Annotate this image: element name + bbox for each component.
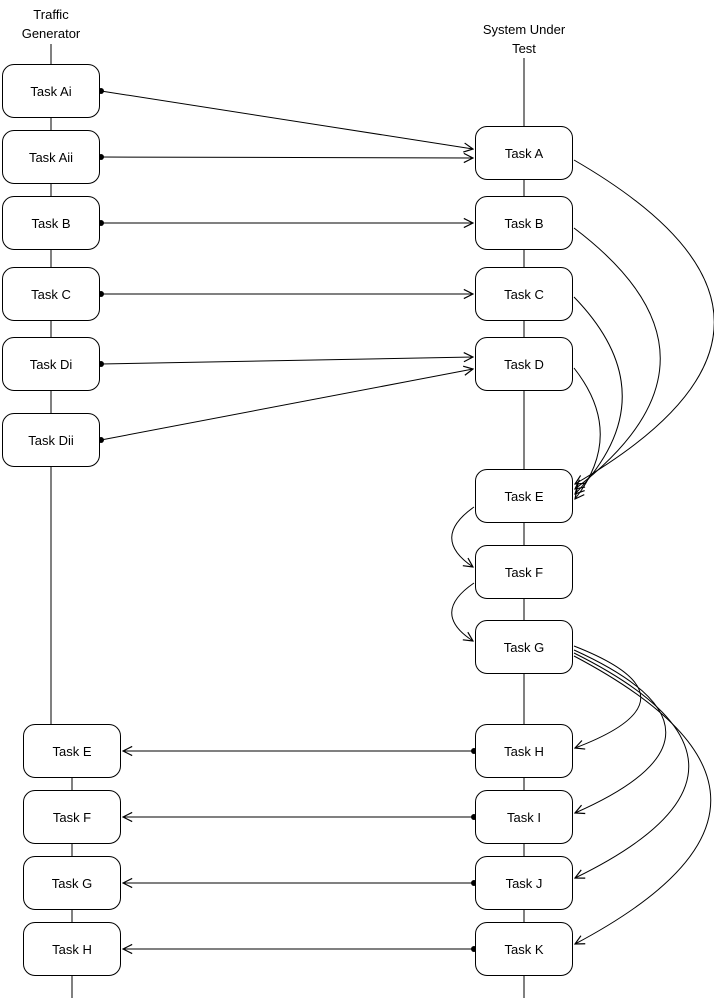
edge-tg-task-dii-to-sut-task-d — [101, 369, 473, 440]
edge-tg-task-ai-to-sut-task-a — [101, 91, 473, 149]
node-sut-task-b: Task B — [475, 196, 573, 250]
edge-tg-task-di-to-sut-task-d — [101, 357, 473, 364]
node-sut-task-j: Task J — [475, 856, 573, 910]
node-sut-task-a: Task A — [475, 126, 573, 180]
node-sut-task-g: Task G — [475, 620, 573, 674]
edges — [101, 91, 714, 949]
edge-sut-task-a-to-sut-task-e — [573, 159, 714, 484]
edge-sut-task-c-to-sut-task-e — [573, 296, 623, 494]
node-sut-task-c: Task C — [475, 267, 573, 321]
edge-sut-task-g-to-sut-task-h — [574, 645, 641, 748]
edge-sut-task-g-to-sut-task-k — [573, 655, 712, 944]
node-sut-task-i: Task I — [475, 790, 573, 844]
edge-sut-task-e-to-sut-task-f — [451, 506, 475, 567]
edge-sut-task-g-to-sut-task-i — [574, 649, 667, 813]
edge-tg-task-aii-to-sut-task-a — [101, 157, 473, 158]
node-tg-task-g: Task G — [23, 856, 121, 910]
node-sut-task-k: Task K — [475, 922, 573, 976]
node-tg-task-c: Task C — [2, 267, 100, 321]
node-sut-task-f: Task F — [475, 545, 573, 599]
column-header-traffic-generator: Traffic Generator — [21, 7, 81, 41]
edge-sut-task-d-to-sut-task-e — [573, 367, 601, 499]
node-tg-task-h: Task H — [23, 922, 121, 976]
node-tg-task-aii: Task Aii — [2, 130, 100, 184]
node-tg-task-f: Task F — [23, 790, 121, 844]
column-header-system-under-test: System Under Test — [482, 22, 566, 56]
edge-sut-task-b-to-sut-task-e — [573, 227, 661, 489]
node-sut-task-h: Task H — [475, 724, 573, 778]
node-tg-task-e: Task E — [23, 724, 121, 778]
edge-sut-task-f-to-sut-task-g — [451, 582, 475, 641]
node-tg-task-di: Task Di — [2, 337, 100, 391]
node-tg-task-dii: Task Dii — [2, 413, 100, 467]
node-tg-task-ai: Task Ai — [2, 64, 100, 118]
edge-sut-task-g-to-sut-task-j — [573, 652, 690, 878]
node-sut-task-e: Task E — [475, 469, 573, 523]
node-sut-task-d: Task D — [475, 337, 573, 391]
node-tg-task-b: Task B — [2, 196, 100, 250]
lifelines — [50, 44, 525, 998]
